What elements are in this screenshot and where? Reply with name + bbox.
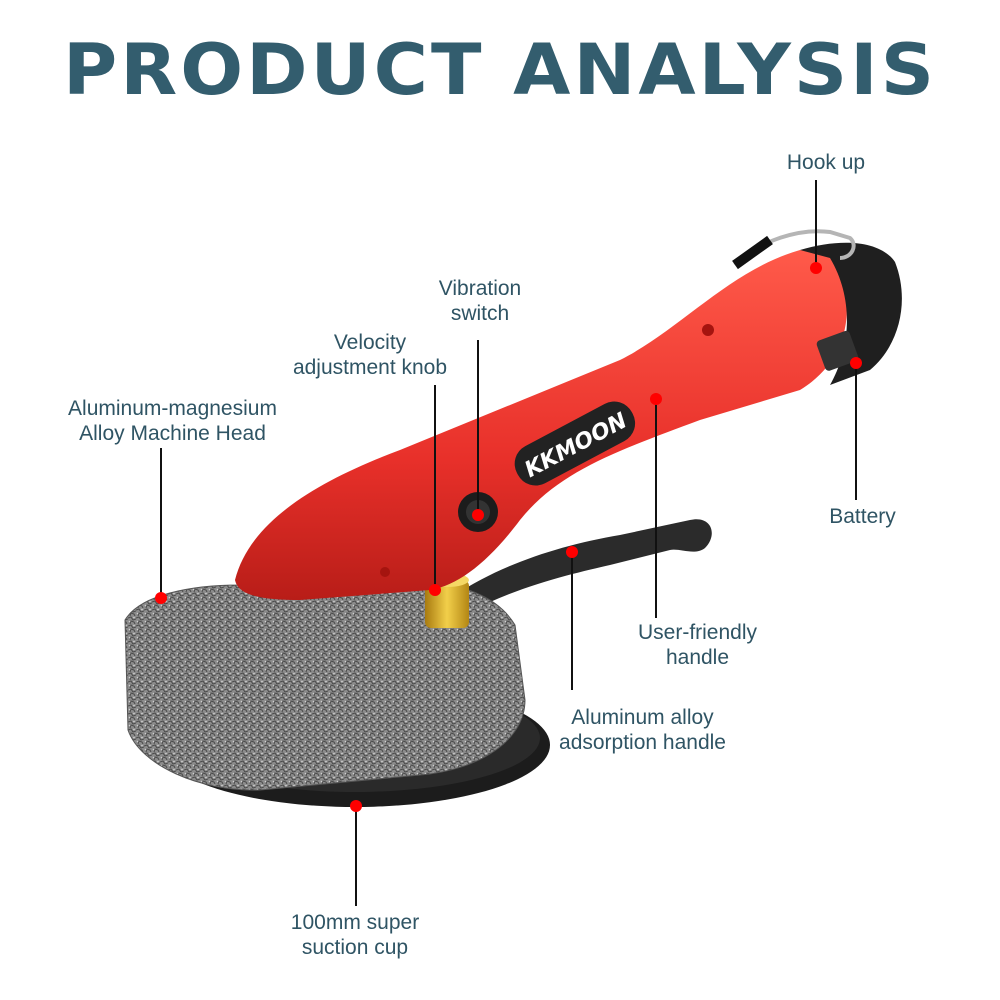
label-line: adsorption handle — [559, 731, 726, 754]
label-adsorption-handle: Aluminum alloy adsorption handle — [540, 705, 745, 755]
label-line: Aluminum alloy — [571, 706, 714, 729]
vibration-switch-dot — [472, 509, 484, 521]
suction-cup-dot — [350, 800, 362, 812]
label-velocity-knob: Velocity adjustment knob — [270, 330, 470, 380]
battery-shape — [800, 242, 902, 385]
label-vibration-switch: Vibration switch — [420, 276, 540, 326]
vibration-switch-leader — [477, 340, 479, 515]
hook-up-dot — [810, 262, 822, 274]
adsorption-lever-shape — [455, 519, 712, 612]
battery-leader — [855, 363, 857, 500]
hook-up-leader — [815, 180, 817, 268]
label-line: adjustment knob — [292, 356, 448, 379]
label-line: Battery — [829, 505, 896, 528]
label-line: Alloy Machine Head — [79, 422, 266, 445]
battery-dot — [850, 357, 862, 369]
label-machine-head: Aluminum-magnesium Alloy Machine Head — [45, 396, 300, 446]
label-battery: Battery — [815, 504, 910, 529]
label-line: handle — [665, 646, 730, 669]
label-line: Hook up — [786, 151, 866, 174]
adsorption-handle-dot — [566, 546, 578, 558]
adsorption-handle-leader — [571, 552, 573, 690]
machine-head-dot — [155, 592, 167, 604]
page-title: PRODUCT ANALYSIS — [63, 29, 937, 111]
label-suction-cup: 100mm super suction cup — [270, 910, 440, 960]
label-user-handle: User-friendly handle — [620, 620, 775, 670]
label-hook-up: Hook up — [776, 150, 876, 175]
label-line: User-friendly — [637, 621, 758, 644]
handle-body-shape — [235, 250, 847, 600]
suction-cup-leader — [355, 806, 357, 906]
label-line: switch — [450, 302, 510, 325]
velocity-knob-dot — [429, 584, 441, 596]
machine-head-leader — [160, 448, 162, 598]
label-line: Vibration — [438, 277, 522, 300]
machine-head-shape — [125, 580, 525, 791]
label-line: Velocity — [333, 331, 407, 354]
user-handle-dot — [650, 393, 662, 405]
label-line: Aluminum-magnesium — [68, 397, 277, 420]
label-line: 100mm super — [290, 911, 420, 934]
velocity-knob-leader — [434, 385, 436, 590]
user-handle-leader — [655, 399, 657, 618]
label-line: suction cup — [301, 936, 409, 959]
